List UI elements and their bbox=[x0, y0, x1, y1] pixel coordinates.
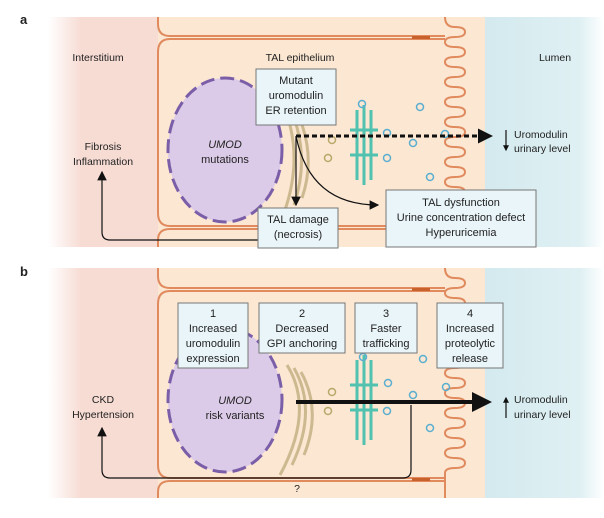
svg-text:uromodulin: uromodulin bbox=[186, 338, 240, 350]
panel-letter: a bbox=[20, 12, 28, 27]
nucleus-label: risk variants bbox=[206, 410, 265, 422]
svg-text:proteolytic: proteolytic bbox=[445, 338, 496, 350]
svg-text:TAL dysfunction: TAL dysfunction bbox=[422, 197, 500, 209]
svg-text:trafficking: trafficking bbox=[363, 338, 410, 350]
label-tal-epithelium: TAL epithelium bbox=[266, 52, 335, 64]
svg-text:release: release bbox=[452, 353, 488, 365]
svg-text:2: 2 bbox=[299, 308, 305, 320]
svg-text:(necrosis): (necrosis) bbox=[274, 229, 322, 241]
outcome-left: CKD bbox=[92, 394, 115, 406]
cell-membrane bbox=[157, 17, 445, 37]
nucleus-label: mutations bbox=[201, 154, 249, 166]
svg-text:4: 4 bbox=[467, 308, 473, 320]
svg-text:Increased: Increased bbox=[189, 323, 237, 335]
interstitium-region bbox=[48, 17, 158, 247]
svg-text:Mutant: Mutant bbox=[279, 75, 313, 87]
box-step-2: 2 Decreased GPI anchoring bbox=[258, 302, 346, 354]
vesicles bbox=[358, 352, 451, 433]
arrow-to-fibrosis bbox=[97, 170, 258, 241]
nucleus-label: UMOD bbox=[208, 139, 242, 151]
outcome-left: Hypertension bbox=[72, 409, 134, 421]
panel-letter: b bbox=[20, 264, 28, 279]
svg-text:Urine concentration defect: Urine concentration defect bbox=[397, 212, 525, 224]
nucleus-label: UMOD bbox=[218, 395, 252, 407]
nucleus bbox=[166, 76, 284, 224]
cell-membrane bbox=[157, 38, 445, 227]
svg-text:Increased: Increased bbox=[446, 323, 494, 335]
label-lumen: Lumen bbox=[539, 52, 571, 64]
box-step-1: 1 Increased uromodulin expression bbox=[177, 302, 249, 369]
er-icon bbox=[350, 105, 378, 185]
outcome-right: Uromodulin bbox=[514, 394, 568, 406]
arrow-to-ckd bbox=[97, 405, 412, 479]
outcome-left: Fibrosis bbox=[85, 141, 122, 153]
golgi-icon bbox=[278, 364, 314, 476]
panel-b: b UMOD risk variants ? 1 Increased uromo… bbox=[20, 264, 604, 499]
outcome-left: Inflammation bbox=[73, 156, 133, 168]
outcome-right: Uromodulin bbox=[514, 129, 568, 141]
outcome-right: urinary level bbox=[514, 409, 571, 421]
svg-text:Faster: Faster bbox=[370, 323, 402, 335]
svg-text:1: 1 bbox=[210, 308, 216, 320]
svg-text:GPI anchoring: GPI anchoring bbox=[267, 338, 337, 350]
cell-membrane bbox=[157, 290, 445, 479]
box-tal-damage: TAL damage (necrosis) bbox=[257, 207, 339, 249]
svg-text:3: 3 bbox=[383, 308, 389, 320]
outcome-right: urinary level bbox=[514, 143, 571, 155]
microvilli bbox=[443, 16, 467, 247]
svg-text:TAL damage: TAL damage bbox=[267, 214, 329, 226]
svg-text:Hyperuricemia: Hyperuricemia bbox=[426, 227, 498, 239]
box-step-4: 4 Increased proteolytic release bbox=[436, 302, 504, 369]
label-interstitium: Interstitium bbox=[72, 52, 124, 64]
box-tal-dysfunction: TAL dysfunction Urine concentration defe… bbox=[385, 189, 537, 248]
box-step-3: 3 Faster trafficking bbox=[354, 302, 418, 354]
box-er-retention: Mutant uromodulin ER retention bbox=[255, 68, 337, 126]
svg-text:expression: expression bbox=[186, 353, 239, 365]
panel-a: a Interstitium TAL epithelium Lumen UMOD… bbox=[20, 12, 604, 249]
svg-text:uromodulin: uromodulin bbox=[269, 90, 323, 102]
question-mark: ? bbox=[294, 483, 300, 495]
svg-text:ER retention: ER retention bbox=[265, 105, 326, 117]
svg-text:Decreased: Decreased bbox=[275, 323, 328, 335]
arrow-to-dysfunction bbox=[295, 135, 380, 210]
